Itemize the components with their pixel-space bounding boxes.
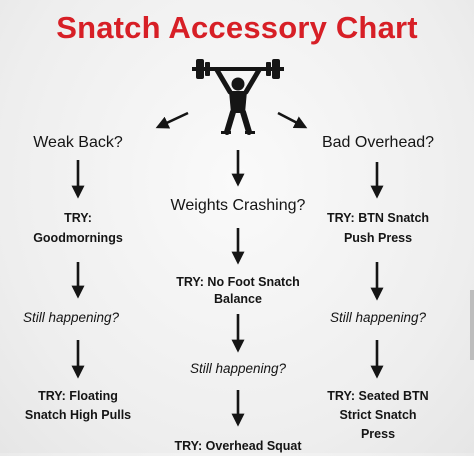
left-still-happening: Still happening? (22, 310, 120, 325)
chart-title: Snatch Accessory Chart (56, 10, 418, 45)
weightlifter-icon (192, 59, 284, 135)
arrow-diagonal-right (277, 111, 308, 129)
right-question: Bad Overhead? (321, 134, 435, 151)
right-try1-line2: Push Press (343, 231, 413, 245)
center-try2-line1: TRY: Overhead Squat (174, 439, 302, 453)
center-try1-line1: TRY: No Foot Snatch (176, 275, 300, 289)
right-try2-line1: TRY: Seated BTN (327, 389, 429, 403)
left-try1-line1: TRY: (64, 211, 92, 225)
right-still-happening: Still happening? (329, 310, 427, 325)
edge-scroll-strip (470, 290, 474, 360)
center-question: Weights Crashing? (170, 197, 306, 214)
arrow-diagonal-left (155, 111, 189, 129)
right-try2-line3: Press (360, 427, 396, 441)
left-try1-line2: Goodmornings (33, 231, 123, 245)
left-try2-line1: TRY: Floating (38, 389, 118, 403)
right-try2-line2: Strict Snatch (339, 408, 417, 422)
right-try1-line1: TRY: BTN Snatch (326, 211, 430, 225)
left-try2-line2: Snatch High Pulls (24, 408, 132, 422)
left-question: Weak Back? (33, 134, 123, 151)
center-try1-line2: Balance (214, 292, 262, 306)
center-still-happening: Still happening? (189, 361, 287, 376)
